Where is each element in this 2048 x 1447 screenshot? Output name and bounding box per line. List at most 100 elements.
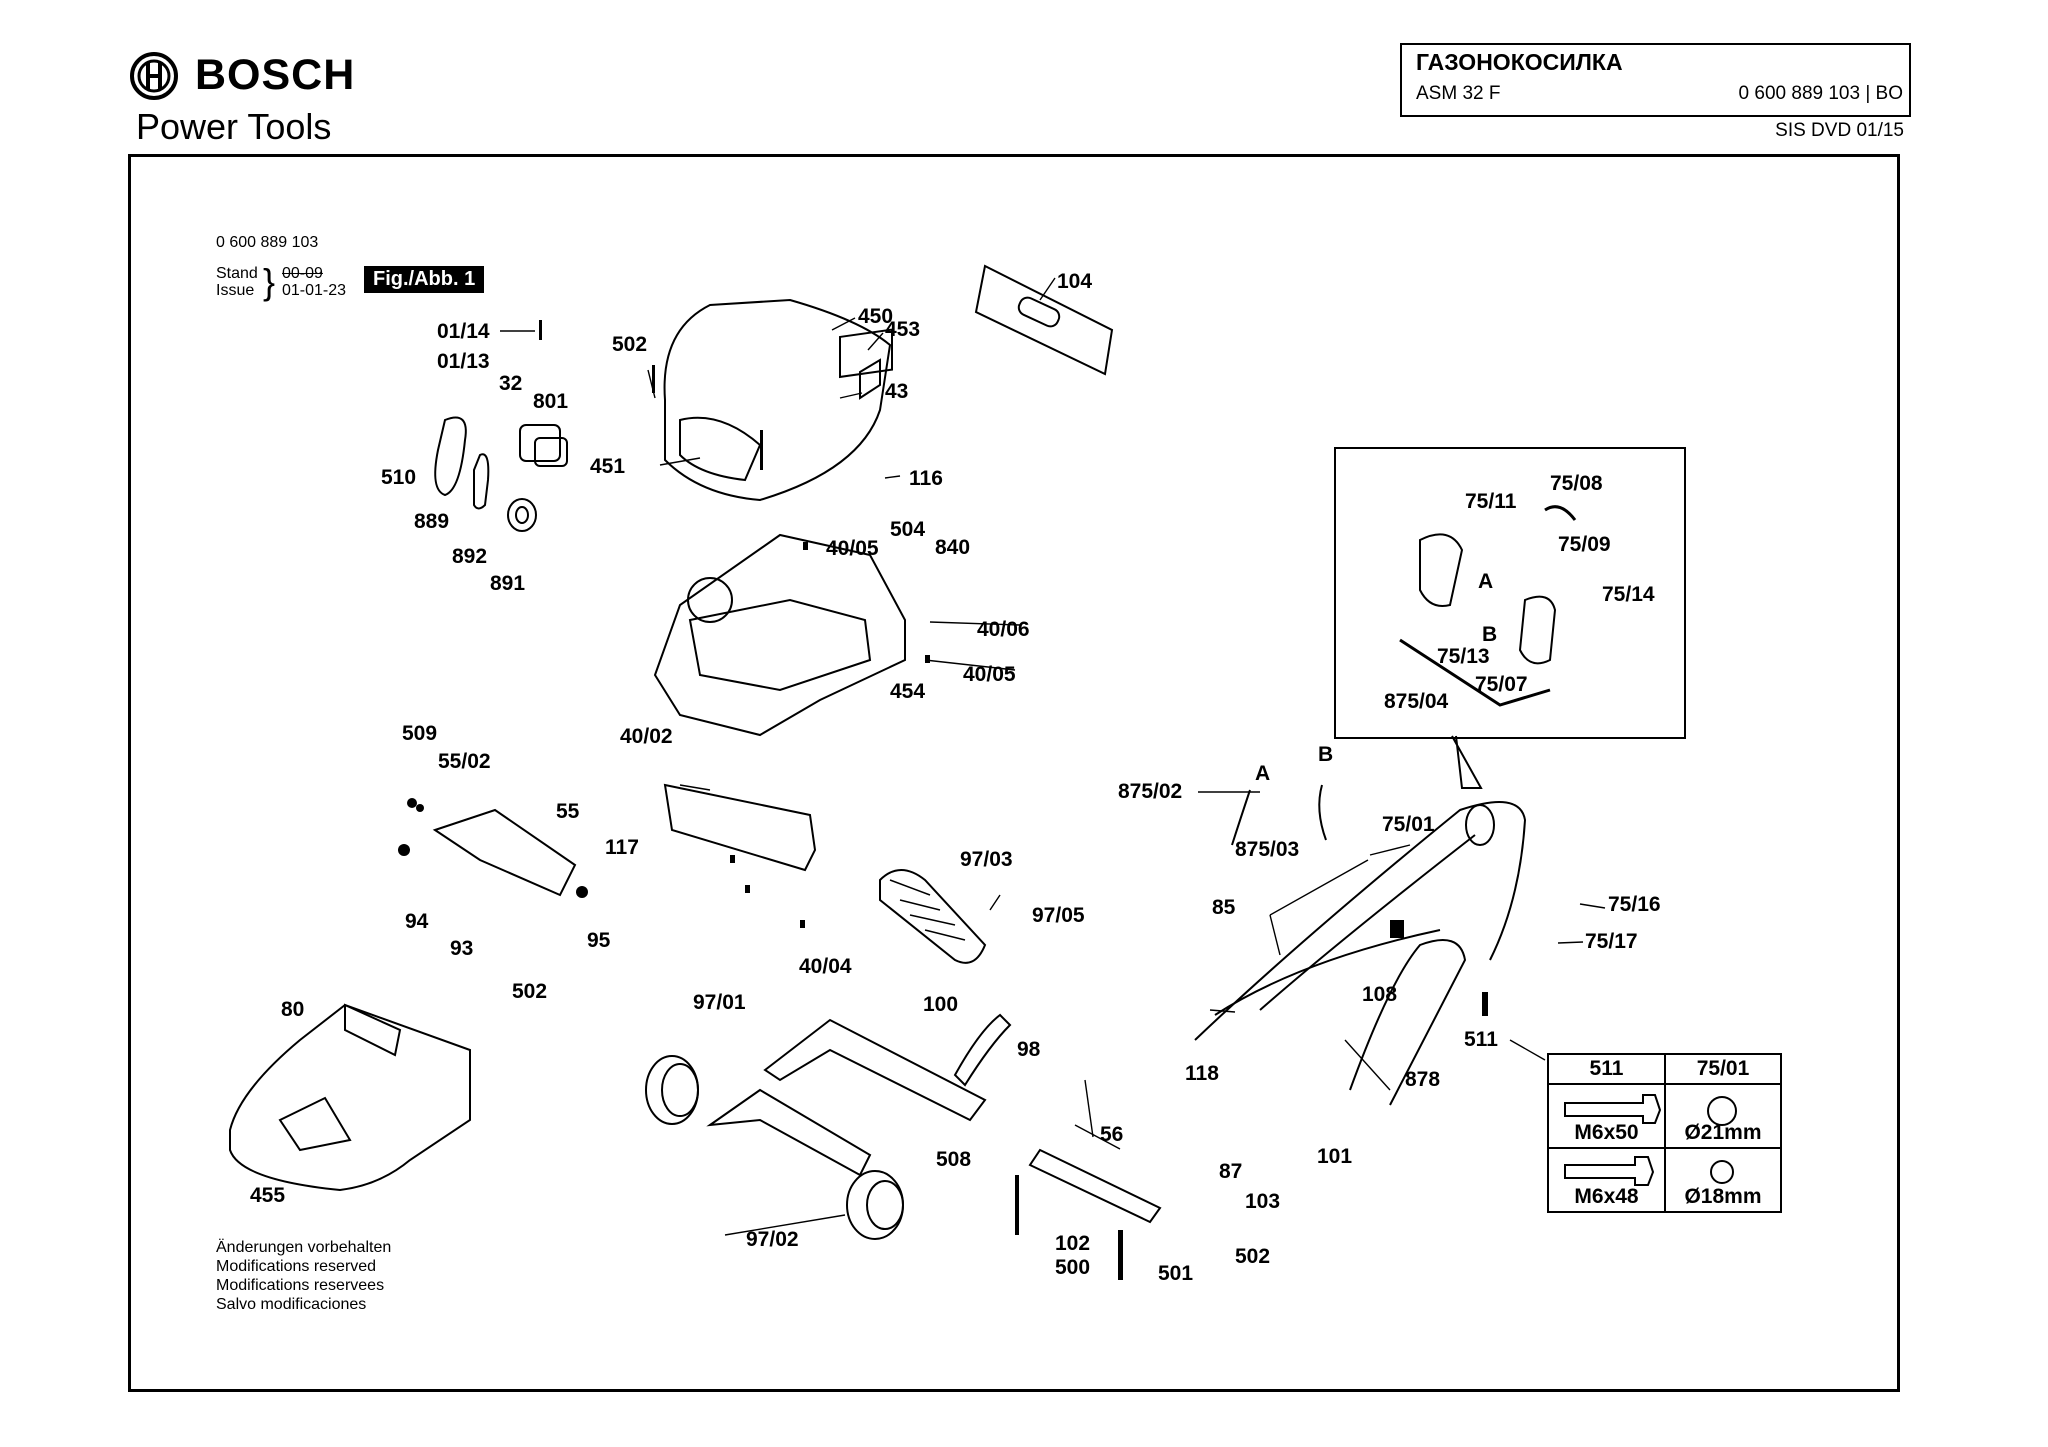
part-label: 40/06 xyxy=(977,618,1030,641)
part-label: 101 xyxy=(1317,1145,1353,1168)
part-label: 889 xyxy=(414,510,450,533)
plate-40-02 xyxy=(663,783,817,872)
part-label: B xyxy=(1318,743,1334,766)
cover-handle xyxy=(1017,296,1061,328)
part-label: A xyxy=(1255,762,1271,785)
disclaimer-fr: Modifications reservees xyxy=(216,1277,385,1294)
bolt-m6x50 xyxy=(1564,1094,1662,1124)
part-label: 501 xyxy=(1158,1262,1194,1285)
part-label: 55 xyxy=(556,800,580,823)
bar-56 xyxy=(1028,1148,1162,1224)
part-label: 511 xyxy=(1464,1028,1498,1051)
part-label: 97/02 xyxy=(746,1228,799,1251)
part-label: 32 xyxy=(499,372,523,395)
part-label: 450 xyxy=(858,305,894,328)
grassbox-80 xyxy=(229,1003,471,1192)
legend-dia-1: Ø21mm xyxy=(1684,1121,1762,1144)
legend-header-75-01: 75/01 xyxy=(1696,1057,1750,1080)
part-label: 102 xyxy=(1055,1232,1091,1255)
part-label: 103 xyxy=(1245,1190,1281,1213)
belt-892 xyxy=(473,453,490,510)
part-label: 875/02 xyxy=(1118,780,1183,803)
part-label: 01/14 xyxy=(437,320,490,343)
part-label: 98 xyxy=(1017,1038,1041,1061)
part-label: 55/02 xyxy=(438,750,491,773)
part-label: 56 xyxy=(1100,1123,1124,1146)
sis-version: SIS DVD 01/15 xyxy=(1775,120,1904,141)
inset-box xyxy=(1334,447,1686,739)
sheet-part-number: 0 600 889 103 xyxy=(216,234,319,251)
part-label: 451 xyxy=(590,455,626,478)
part-label: B xyxy=(1482,623,1498,646)
part-label: 801 xyxy=(533,390,569,413)
part-label: 502 xyxy=(612,333,648,356)
issue-label: Issue xyxy=(216,282,255,299)
handle-clamp-75-01 xyxy=(1465,804,1495,846)
product-model: ASM 32 F xyxy=(1416,83,1501,104)
part-label: 75/14 xyxy=(1602,583,1655,606)
stand-date: 00-09 xyxy=(282,265,323,282)
part-label: 100 xyxy=(923,993,959,1016)
part-label: 75/01 xyxy=(1382,813,1435,836)
figure-tag: Fig./Abb. 1 xyxy=(364,266,485,293)
housing-454 xyxy=(653,533,906,737)
part-label: 117 xyxy=(605,836,639,859)
part-label: 97/01 xyxy=(693,991,746,1014)
part-label: A xyxy=(1478,570,1494,593)
chassis-frame xyxy=(763,1018,987,1122)
brand-subtitle: Power Tools xyxy=(136,106,332,147)
part-label: 500 xyxy=(1055,1256,1091,1279)
part-label: 455 xyxy=(250,1184,286,1207)
part-label: 108 xyxy=(1362,983,1398,1006)
washer-18mm xyxy=(1710,1160,1734,1184)
part-label: 94 xyxy=(405,910,429,933)
brand-name: BOSCH xyxy=(195,51,356,99)
bolt-m6x48 xyxy=(1564,1156,1655,1186)
part-label: 75/07 xyxy=(1475,673,1528,696)
part-label: 502 xyxy=(512,980,548,1003)
part-label: 75/08 xyxy=(1550,472,1603,495)
issue-date: 01-01-23 xyxy=(282,282,347,299)
bracket-55 xyxy=(432,808,577,897)
part-label: 75/17 xyxy=(1585,930,1638,953)
part-label: 875/03 xyxy=(1235,838,1300,861)
part-label: 97/05 xyxy=(1032,904,1085,927)
legend-size-1: M6x50 xyxy=(1574,1121,1639,1144)
legend-table: 511 75/01 M6x50 Ø21mm M6x48 Ø18mm xyxy=(1547,1053,1782,1213)
legend-dia-2: Ø18mm xyxy=(1684,1185,1762,1208)
part-label: 40/04 xyxy=(799,955,852,978)
disclaimer-de: Änderungen vorbehalten xyxy=(216,1239,392,1256)
part-label: 01/13 xyxy=(437,350,490,373)
cover-plate-104 xyxy=(974,264,1114,376)
part-label: 93 xyxy=(450,937,474,960)
belt-889 xyxy=(434,416,467,497)
title-box: ГАЗОНОКОСИЛКА ASM 32 F 0 600 889 103 | B… xyxy=(1400,43,1911,117)
part-label: 892 xyxy=(452,545,488,568)
part-label: 502 xyxy=(1235,1245,1271,1268)
product-number: 0 600 889 103 | BO xyxy=(1738,83,1903,104)
hood-450 xyxy=(663,298,892,502)
pulley-891 xyxy=(507,498,537,532)
part-label: 875/04 xyxy=(1384,690,1449,713)
motor-801 xyxy=(519,424,561,462)
part-label: 840 xyxy=(935,536,971,559)
part-label: 510 xyxy=(381,466,417,489)
part-label: 95 xyxy=(587,929,611,952)
disclaimer-es: Salvo modificaciones xyxy=(216,1296,367,1313)
stand-label: Stand xyxy=(216,265,258,282)
handle-upper xyxy=(1194,801,1527,1041)
part-label: 75/16 xyxy=(1608,893,1661,916)
part-label: 97/03 xyxy=(960,848,1013,871)
switch-housing xyxy=(1419,533,1464,607)
wheel-97-02 xyxy=(846,1170,904,1240)
part-label: 454 xyxy=(890,680,926,703)
part-label: 508 xyxy=(936,1148,972,1171)
part-label: 80 xyxy=(281,998,305,1021)
brace-glyph: } xyxy=(263,261,276,302)
part-label: 104 xyxy=(1057,270,1093,293)
handle-878 xyxy=(1349,939,1467,1106)
part-label: 878 xyxy=(1405,1068,1441,1091)
part-label: 118 xyxy=(1185,1062,1219,1085)
part-label: 40/05 xyxy=(826,537,879,560)
